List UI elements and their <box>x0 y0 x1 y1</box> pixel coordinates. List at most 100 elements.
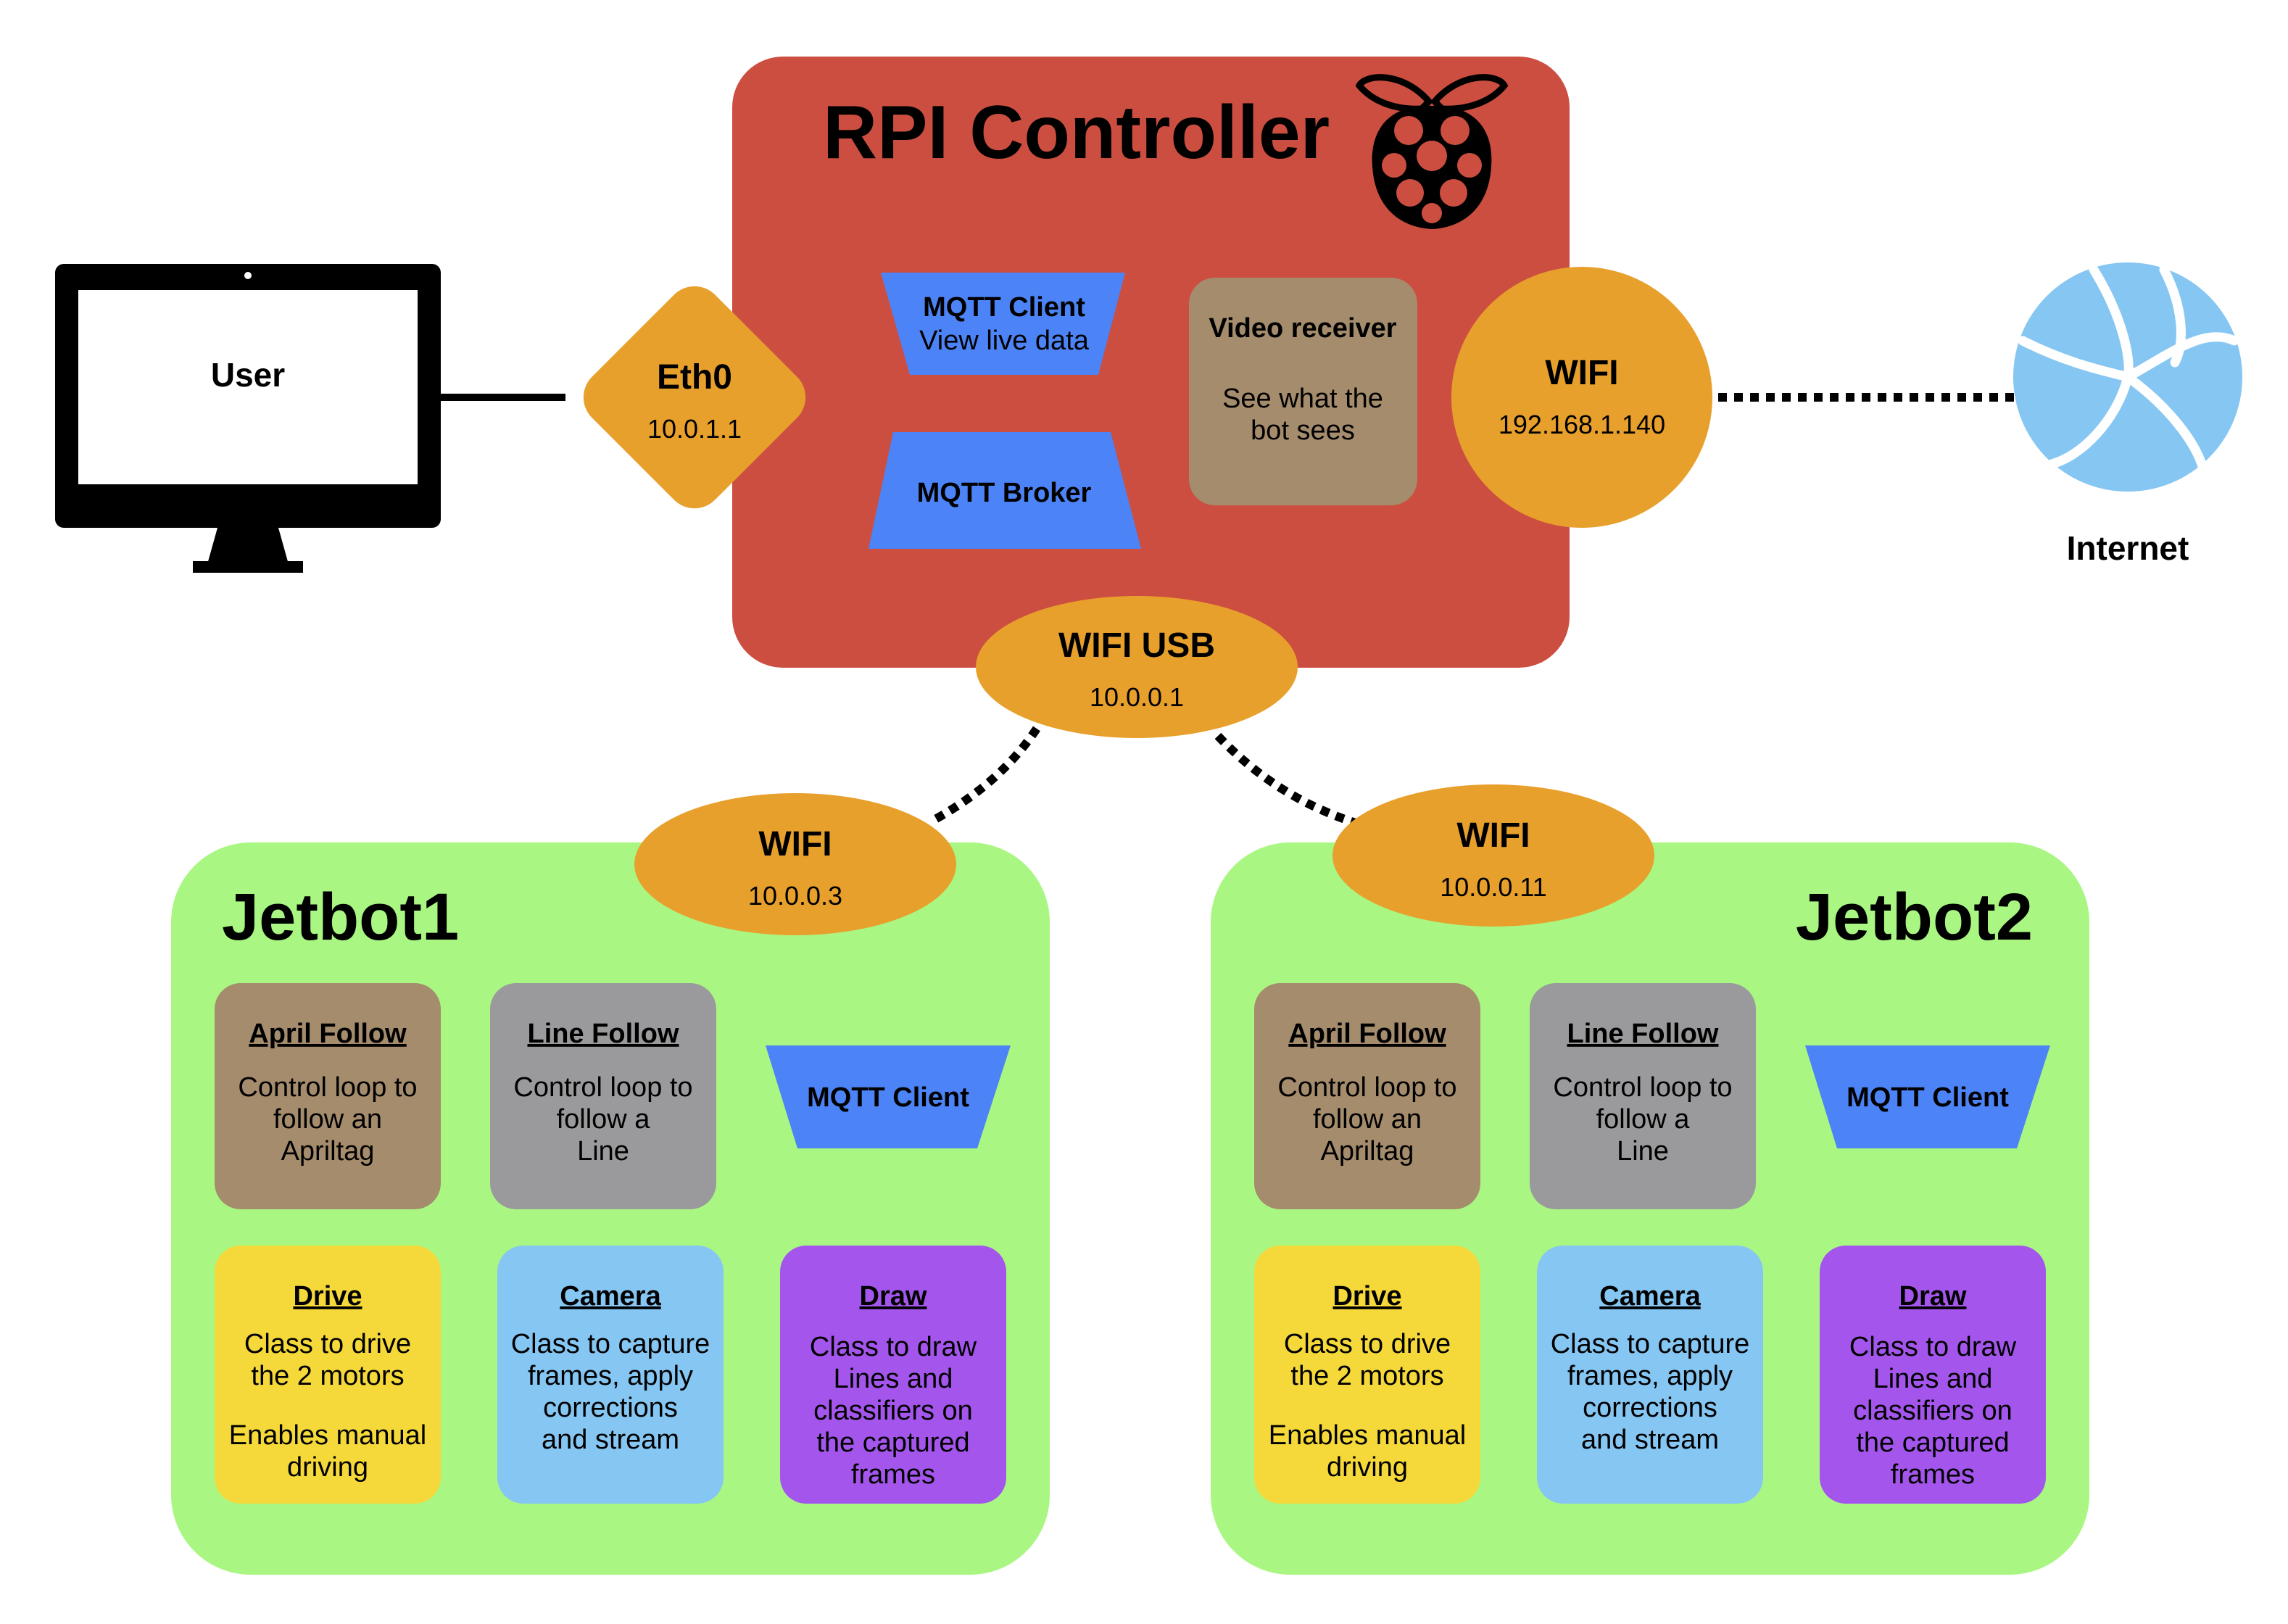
jetbot2-mqtt-title: MQTT Client <box>1846 1082 2009 1113</box>
jetbot1-april-title: April Follow <box>249 1019 407 1049</box>
jetbot1: WIFI 10.0.0.3 Jetbot1 April Follow Contr… <box>171 793 1050 1575</box>
jetbot1-title: Jetbot1 <box>222 880 459 954</box>
wifiusb-jetbot2-link <box>1214 732 1357 827</box>
jetbot1-line-follow <box>490 983 716 1209</box>
jetbot2-draw-line: frames <box>1891 1459 1975 1490</box>
jetbot1-draw-line: classifiers on <box>813 1396 973 1426</box>
rpi-mqtt-client-title: MQTT Client <box>923 292 1085 323</box>
jetbot1-wifi-ip: 10.0.0.3 <box>748 881 842 911</box>
jetbot2-wifi-ip: 10.0.0.11 <box>1440 872 1546 902</box>
jetbot2-draw-line: classifiers on <box>1853 1396 2013 1426</box>
jetbot2-draw <box>1820 1246 2046 1504</box>
jetbot1-drive-line: Class to drive <box>244 1329 411 1359</box>
jetbot1-draw-line: Lines and <box>834 1364 953 1394</box>
rpi-mqtt-client-subtitle: View live data <box>919 326 1090 356</box>
jetbot1-line-title: Line Follow <box>528 1019 679 1049</box>
jetbot2-drive <box>1254 1246 1480 1504</box>
jetbot1-drive-line: the 2 motors <box>251 1361 404 1391</box>
jetbot2-wifi-name: WIFI <box>1456 816 1530 855</box>
jetbot1-drive <box>215 1246 441 1504</box>
jetbot1-april-follow <box>215 983 441 1209</box>
jetbot2-line-line: follow a <box>1596 1104 1691 1135</box>
jetbot1-wifi-interface <box>634 793 956 935</box>
eth0-interface <box>583 286 806 509</box>
jetbot1-drive-line: driving <box>287 1452 368 1483</box>
internet-label: Internet <box>2067 529 2189 567</box>
jetbot2-drive-title: Drive <box>1332 1281 1401 1312</box>
jetbot1-draw-line: frames <box>851 1459 935 1490</box>
jetbot1-draw-title: Draw <box>860 1281 927 1312</box>
user-label: User <box>211 356 285 394</box>
rpi-wifi-usb-name: WIFI USB <box>1058 626 1215 665</box>
globe-icon <box>2013 262 2242 492</box>
jetbot1-april-line: Control loop to <box>238 1072 417 1103</box>
jetbot2-line-title: Line Follow <box>1567 1019 1719 1049</box>
rpi-wifi-name: WIFI <box>1545 354 1618 392</box>
jetbot1-line-line: Line <box>577 1136 629 1167</box>
eth0-ip: 10.0.1.1 <box>647 414 742 444</box>
jetbot2: WIFI 10.0.0.11 Jetbot2 April Follow Cont… <box>1211 784 2089 1575</box>
rpi-wifi-interface <box>1451 267 1712 528</box>
jetbot1-april-line: follow an <box>273 1104 382 1135</box>
jetbot1-wifi-name: WIFI <box>758 825 832 863</box>
monitor-icon <box>55 264 441 573</box>
jetbot2-drive-line: Enables manual <box>1269 1420 1467 1451</box>
jetbot1-draw-line: the captured <box>816 1428 969 1458</box>
jetbot2-wifi-interface <box>1332 784 1654 927</box>
jetbot2-draw-line: Lines and <box>1873 1364 1993 1394</box>
jetbot2-camera <box>1537 1246 1763 1504</box>
jetbot2-camera-line: and stream <box>1581 1425 1719 1455</box>
jetbot2-drive-line: driving <box>1327 1452 1408 1483</box>
jetbot1-camera-line: Class to capture <box>511 1329 710 1359</box>
jetbot2-camera-line: Class to capture <box>1551 1329 1750 1359</box>
jetbot2-drive-line: Class to drive <box>1284 1329 1451 1359</box>
jetbot1-mqtt-client <box>766 1045 1011 1148</box>
jetbot2-draw-line: Class to draw <box>1849 1332 2017 1362</box>
rpi-wifi-ip: 192.168.1.140 <box>1499 410 1665 439</box>
jetbot1-drive-line: Enables manual <box>229 1420 427 1451</box>
eth0-name: Eth0 <box>657 358 732 397</box>
rpi-wifi-usb-ip: 10.0.0.1 <box>1090 682 1184 712</box>
video-receiver-line2: bot sees <box>1251 415 1355 446</box>
jetbot2-line-line: Control loop to <box>1553 1072 1732 1103</box>
rpi-wifi-usb-interface <box>976 596 1298 738</box>
jetbot1-camera-line: frames, apply <box>528 1361 693 1391</box>
jetbot1-draw-line: Class to draw <box>810 1332 977 1362</box>
rpi-mqtt-client <box>881 273 1125 375</box>
jetbot2-drive-line: the 2 motors <box>1290 1361 1443 1391</box>
jetbot1-camera-line: and stream <box>542 1425 679 1455</box>
raspberry-pi-icon <box>1355 74 1509 229</box>
rpi-title: RPI Controller <box>823 91 1330 175</box>
video-receiver-box <box>1189 278 1417 505</box>
jetbot2-line-follow <box>1530 983 1756 1209</box>
jetbot1-mqtt-title: MQTT Client <box>807 1082 969 1113</box>
jetbot1-camera-line: corrections <box>543 1393 678 1423</box>
jetbot2-april-line: Apriltag <box>1321 1136 1414 1167</box>
jetbot2-camera-line: corrections <box>1583 1393 1717 1423</box>
rpi-mqtt-broker-title: MQTT Broker <box>917 478 1092 508</box>
jetbot1-drive-title: Drive <box>293 1281 362 1312</box>
video-receiver-line1: See what the <box>1222 384 1383 414</box>
jetbot1-camera <box>497 1246 724 1504</box>
jetbot1-line-line: Control loop to <box>513 1072 692 1103</box>
jetbot2-april-line: follow an <box>1313 1104 1422 1135</box>
video-receiver-title: Video receiver <box>1209 313 1396 344</box>
jetbot1-april-line: Apriltag <box>281 1136 375 1167</box>
jetbot1-camera-title: Camera <box>560 1281 661 1312</box>
jetbot2-mqtt-client <box>1805 1045 2050 1148</box>
jetbot2-camera-line: frames, apply <box>1567 1361 1733 1391</box>
jetbot2-line-line: Line <box>1617 1136 1669 1167</box>
internet-node: Internet <box>2013 262 2242 567</box>
jetbot2-april-line: Control loop to <box>1277 1072 1456 1103</box>
jetbot2-april-title: April Follow <box>1288 1019 1446 1049</box>
rpi-mqtt-broker <box>869 432 1141 549</box>
jetbot2-camera-title: Camera <box>1599 1281 1701 1312</box>
jetbot2-draw-title: Draw <box>1899 1281 1967 1312</box>
jetbot1-line-line: follow a <box>557 1104 651 1135</box>
wifiusb-jetbot1-link <box>933 726 1040 824</box>
jetbot2-title: Jetbot2 <box>1796 880 2033 954</box>
jetbot2-draw-line: the captured <box>1856 1428 2009 1458</box>
jetbot2-april-follow <box>1254 983 1480 1209</box>
user-monitor: User <box>55 264 441 573</box>
